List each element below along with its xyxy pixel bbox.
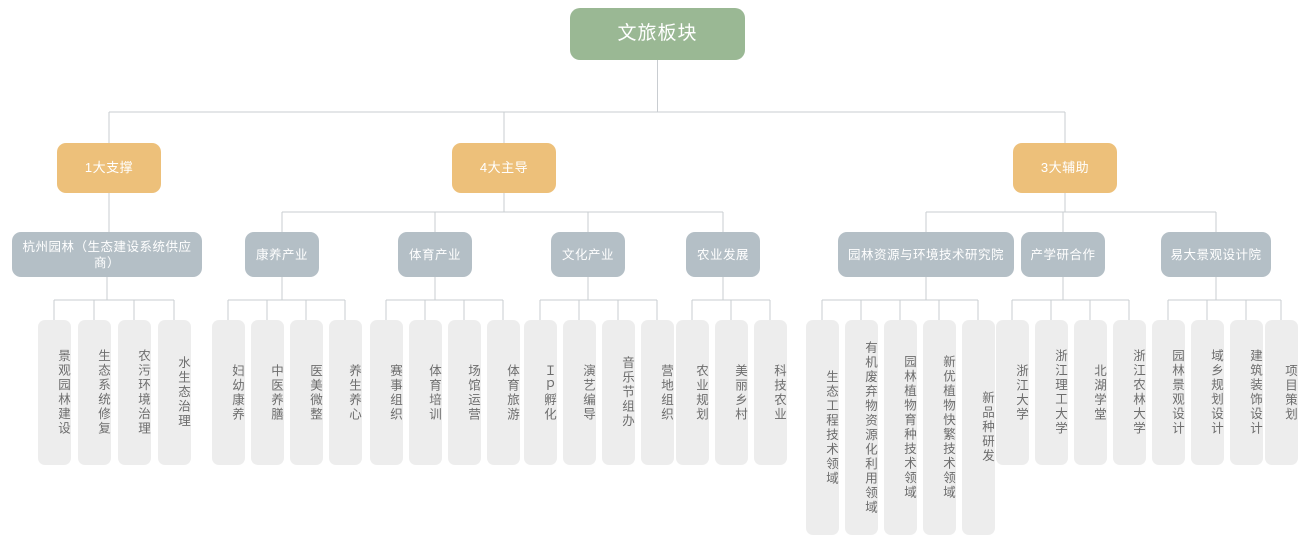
level2-node-wenhua-chanye[interactable]: 文化产业 [551,232,625,277]
leaf-node-label: 场馆运营 [466,363,480,422]
level2-node-chanxueyan-hezuo[interactable]: 产学研合作 [1021,232,1105,277]
level1-node-label: 4大主导 [479,159,529,175]
leaf-node-label: 建筑装饰设计 [1248,349,1262,436]
leaf-node[interactable]: 演艺编导 [563,320,596,465]
leaf-node[interactable]: 农污环境治理 [118,320,151,465]
leaf-node[interactable]: 中医养膳 [251,320,284,465]
leaf-node[interactable]: 科技农业 [754,320,787,465]
leaf-node[interactable]: 妇幼康养 [212,320,245,465]
leaf-node[interactable]: 园林景观设计 [1152,320,1185,465]
leaf-node[interactable]: 新品种研发 [962,320,995,535]
leaf-node[interactable]: 美丽乡村 [715,320,748,465]
level1-node-4da-zhudao[interactable]: 4大主导 [452,143,556,193]
level2-node-tiyu-chanye[interactable]: 体育产业 [398,232,472,277]
leaf-node-label: 养生养心 [347,363,361,422]
leaf-node[interactable]: 浙江农林大学 [1113,320,1146,465]
leaf-node-label: 赛事组织 [388,363,402,422]
leaf-node-label: 新优植物快繁技术领域 [941,355,955,500]
leaf-node-label: Ｉｐ孵化 [542,363,556,422]
leaf-node[interactable]: 建筑装饰设计 [1230,320,1263,465]
level2-node-nongye-fazhan[interactable]: 农业发展 [686,232,760,277]
level2-node-yuanlin-yanjiuyuan[interactable]: 园林资源与环境技术研究院 [838,232,1014,277]
level2-node-label: 文化产业 [561,247,614,262]
leaf-node[interactable]: 浙江大学 [996,320,1029,465]
leaf-node-label: 妇幼康养 [230,363,244,422]
leaf-node-label: 园林植物育种技术领域 [902,355,916,500]
leaf-node[interactable]: 营地组织 [641,320,674,465]
level2-node-hangzhou-yuanlin[interactable]: 杭州园林（生态建设系统供应商） [12,232,202,277]
leaf-node-label: 生态系统修复 [96,349,110,436]
leaf-node[interactable]: 赛事组织 [370,320,403,465]
level2-node-label: 易大景观设计院 [1170,247,1262,262]
leaf-node[interactable]: 项目策划 [1265,320,1298,465]
leaf-node-label: 浙江大学 [1014,363,1028,422]
leaf-node-label: 体育培训 [427,363,441,422]
leaf-node-label: 农业规划 [694,363,708,422]
leaf-node-label: 园林景观设计 [1170,349,1184,436]
level2-node-label: 体育产业 [408,247,461,262]
level1-node-label: 3大辅助 [1040,159,1090,175]
leaf-node[interactable]: 景观园林建设 [38,320,71,465]
leaf-node-label: 医美微整 [308,363,322,422]
leaf-node[interactable]: 新优植物快繁技术领域 [923,320,956,535]
level1-node-3da-fuzhu[interactable]: 3大辅助 [1013,143,1117,193]
leaf-node-label: 美丽乡村 [733,363,747,422]
leaf-node[interactable]: 场馆运营 [448,320,481,465]
leaf-node[interactable]: Ｉｐ孵化 [524,320,557,465]
leaf-node[interactable]: 园林植物育种技术领域 [884,320,917,535]
leaf-node[interactable]: 农业规划 [676,320,709,465]
level2-node-label: 康养产业 [255,247,308,262]
level2-node-label: 园林资源与环境技术研究院 [847,247,1004,262]
leaf-node-label: 体育旅游 [505,363,519,422]
leaf-node[interactable]: 生态工程技术领域 [806,320,839,535]
leaf-node[interactable]: 有机废弃物资源化利用领域 [845,320,878,535]
leaf-node[interactable]: 音乐节组办 [602,320,635,465]
leaf-node-label: 演艺编导 [581,363,595,422]
leaf-node-label: 景观园林建设 [56,349,70,436]
leaf-node[interactable]: 域乡规划设计 [1191,320,1224,465]
level2-node-yida-sheji-yuan[interactable]: 易大景观设计院 [1161,232,1271,277]
leaf-node-label: 水生态治理 [176,356,190,429]
root-node-label: 文旅板块 [617,22,698,44]
leaf-node-label: 音乐节组办 [620,356,634,429]
leaf-node[interactable]: 北湖学堂 [1074,320,1107,465]
leaf-node-label: 域乡规划设计 [1209,349,1223,436]
leaf-node-label: 有机废弃物资源化利用领域 [863,340,877,515]
leaf-node[interactable]: 生态系统修复 [78,320,111,465]
leaf-node[interactable]: 体育旅游 [487,320,520,465]
leaf-node-label: 北湖学堂 [1092,363,1106,422]
leaf-node-label: 营地组织 [659,363,673,422]
root-node-wen-lv-ban-kuai[interactable]: 文旅板块 [570,8,745,60]
leaf-node-label: 农污环境治理 [136,349,150,436]
leaf-node[interactable]: 水生态治理 [158,320,191,465]
level2-node-label: 杭州园林（生态建设系统供应商） [22,239,192,270]
leaf-node[interactable]: 医美微整 [290,320,323,465]
level1-node-1da-zhicheng[interactable]: 1大支撑 [57,143,161,193]
level2-node-label: 产学研合作 [1030,247,1096,262]
level1-node-label: 1大支撑 [84,159,134,175]
leaf-node-label: 中医养膳 [269,363,283,422]
leaf-node-label: 生态工程技术领域 [824,369,838,486]
level2-node-kangyang-chanye[interactable]: 康养产业 [245,232,319,277]
leaf-node-label: 科技农业 [772,363,786,422]
leaf-node-label: 浙江农林大学 [1131,349,1145,436]
leaf-node[interactable]: 体育培训 [409,320,442,465]
leaf-node-label: 新品种研发 [980,391,994,464]
leaf-node-label: 浙江理工大学 [1053,349,1067,436]
leaf-node[interactable]: 浙江理工大学 [1035,320,1068,465]
leaf-node[interactable]: 养生养心 [329,320,362,465]
leaf-node-label: 项目策划 [1283,363,1297,422]
level2-node-label: 农业发展 [696,247,749,262]
